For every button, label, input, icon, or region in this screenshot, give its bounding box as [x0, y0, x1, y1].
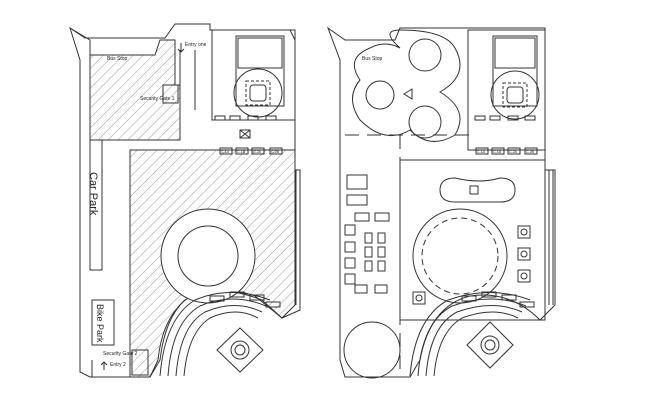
right-cloverleaf-pond: [352, 29, 461, 142]
left-bike-park-box: [91, 299, 115, 346]
right-labels: Bus Stop C-1A C-1B C-2A C-2B: [362, 56, 535, 154]
left-bus-stop-label: Bus Stop: [107, 56, 128, 62]
left-site-plan: [69, 23, 301, 378]
left-curved-driveway: [159, 292, 271, 377]
right-spot-label: C-1B: [493, 150, 502, 154]
left-entry-2-arrow-icon: [100, 361, 108, 370]
right-bus-stop-label: Bus Stop: [362, 56, 383, 62]
right-fountain-diamond: [466, 321, 514, 369]
left-crossed-box: [239, 129, 251, 139]
left-bike-park-label: Bike Park: [95, 304, 105, 343]
right-spot-label: C-1A: [477, 150, 486, 154]
left-roundabout-outer: [160, 208, 256, 304]
right-spot-label: C-2B: [526, 150, 535, 154]
left-security-gate-1-box: [162, 84, 179, 104]
left-car-park-label: Car Park: [87, 172, 99, 216]
left-security-gate-2-label: Security Gate 2: [103, 351, 138, 357]
left-security-gate-2-box: [131, 349, 149, 376]
left-spot-label: C-2B: [271, 150, 280, 154]
right-site-plan: [326, 26, 556, 379]
right-spot-label: C-2A: [509, 150, 518, 154]
left-spot-label: C-1A: [221, 150, 230, 154]
right-hall-outline: [399, 159, 546, 321]
right-target-circle: [490, 70, 540, 120]
right-arena-outer: [412, 208, 508, 304]
right-corner-circle: [343, 321, 401, 379]
right-building-block: [467, 29, 546, 151]
left-spot-label: C-1B: [237, 150, 246, 154]
right-curved-driveway: [409, 292, 531, 377]
left-bus-stop-bay: [69, 27, 91, 55]
right-arena-inner: [421, 217, 499, 295]
left-labels: Bus Stop Entry one Security Gate 1 Car P…: [87, 42, 280, 368]
left-roundabout-inner: [177, 225, 239, 287]
left-car-park-strip: [89, 139, 103, 271]
left-entry-2-label: Entry 2: [110, 362, 126, 368]
left-entry-one-label: Entry one: [185, 42, 207, 48]
left-fountain-diamond: [216, 327, 264, 373]
left-spot-label: C-2A: [253, 150, 262, 154]
left-target-circle: [233, 68, 283, 118]
left-entry-hatched-area: [89, 39, 181, 141]
left-security-gate-1-label: Security Gate 1: [140, 96, 175, 102]
right-dashed-line: [345, 134, 470, 370]
left-entry-one-arrow-icon: [177, 43, 185, 53]
right-pill-feature: [439, 177, 516, 203]
